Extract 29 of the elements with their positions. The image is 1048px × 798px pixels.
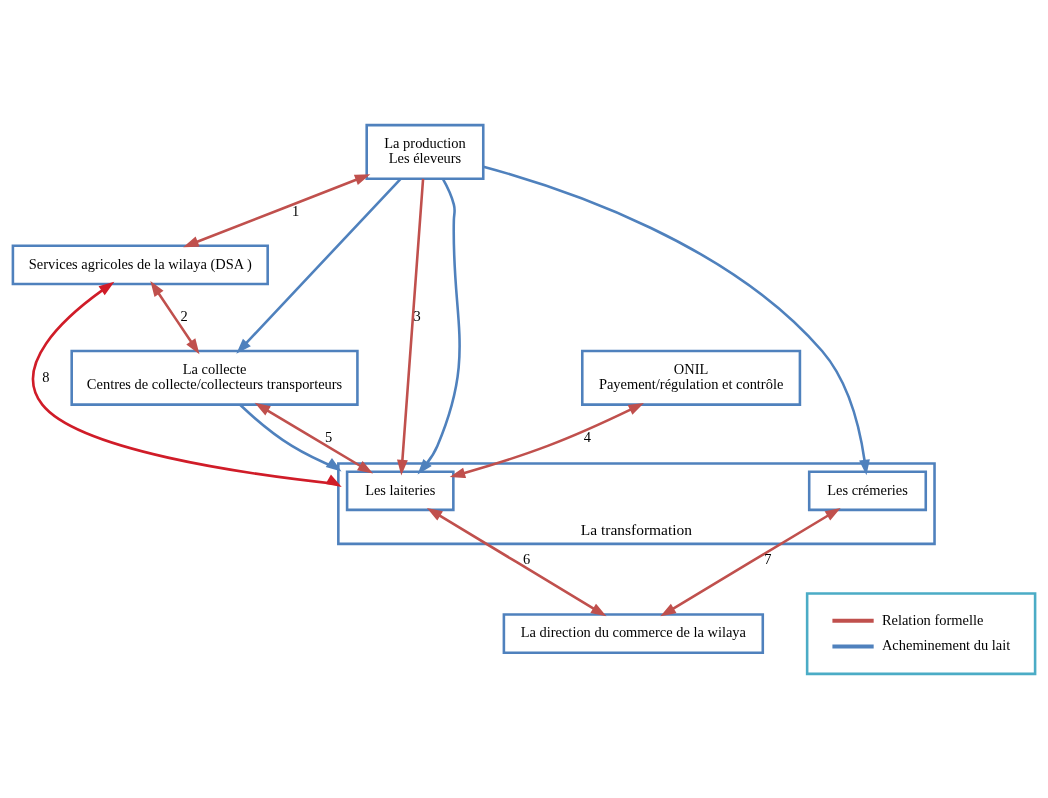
arrow	[426, 507, 607, 616]
node-box: ONIL Payement/régulation et contrôle	[581, 349, 802, 406]
node-box: La collecte Centres de collecte/collecteurs transporteurs	[70, 349, 359, 406]
edge-label: 1	[291, 202, 300, 219]
arrow	[32, 281, 342, 487]
edge-label: 2	[180, 307, 188, 324]
node-box: La production Les éleveurs	[365, 123, 485, 180]
arrow	[239, 403, 342, 471]
arrow	[660, 507, 841, 616]
edge-label: 4	[583, 428, 592, 445]
arrow	[236, 177, 402, 354]
edge-label: 6	[522, 550, 531, 567]
edge-label: 3	[413, 307, 421, 324]
legend-label: Relation formelle	[881, 611, 984, 628]
arrow	[183, 173, 371, 247]
node-box: Les laiteries	[345, 469, 455, 511]
edge-label: 5	[324, 428, 333, 445]
arrow	[150, 280, 200, 354]
arrow	[254, 402, 374, 474]
arrow	[483, 165, 870, 475]
edge-label: 7	[764, 550, 772, 567]
node-box: La direction du commerce de la wilaya	[502, 612, 765, 654]
arrow	[417, 177, 461, 474]
node-box: Les crémeries	[807, 469, 928, 511]
arrow	[397, 178, 425, 475]
arrow	[449, 402, 644, 478]
node-box: Services agricoles de la wilaya (DSA )	[11, 244, 269, 285]
legend-label: Acheminement du lait	[881, 636, 1011, 653]
edge-label: 8	[42, 368, 50, 385]
